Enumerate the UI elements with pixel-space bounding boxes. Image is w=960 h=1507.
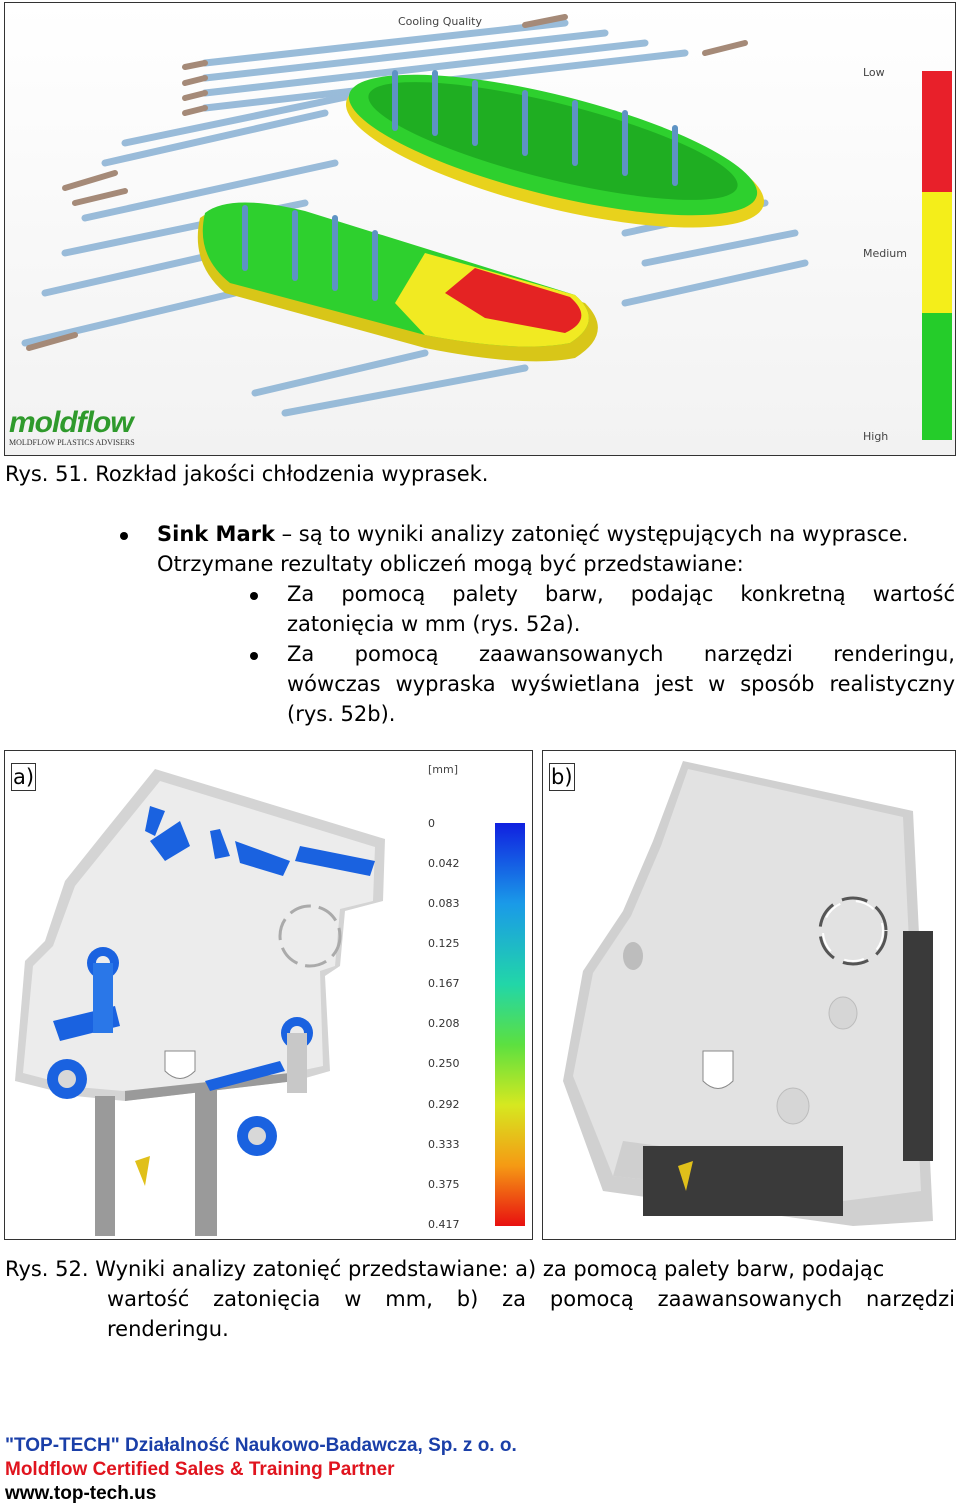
sink-mark-palette-render: [15, 769, 525, 1236]
scale-tick-label: 0.208: [428, 1017, 460, 1030]
sink-mark-realistic-render: [563, 761, 933, 1226]
scale-tick-label: 0.125: [428, 937, 460, 950]
footer-company: "TOP-TECH" Działalność Naukowo-Badawcza,…: [5, 1435, 517, 1456]
scale-tick-label: 0.167: [428, 977, 460, 990]
scale-unit: [mm]: [428, 763, 459, 776]
sink-mark-paragraph: Sink Mark – są to wyniki analizy zatonię…: [157, 519, 955, 549]
scale-labels: 0 0.042 0.083 0.125 0.167 0.208 0.250 0.…: [428, 817, 488, 1237]
figure-cooling-quality: Cooling Quality Low Medium High moldflow…: [4, 2, 956, 456]
scale-tick-label: 0.417: [428, 1218, 460, 1231]
scale-tick-label: 0.250: [428, 1057, 460, 1070]
sink-mark-intro: Otrzymane rezultaty obliczeń mogą być pr…: [157, 552, 744, 576]
bullet-dot: [120, 532, 128, 540]
sub-bullet-1-line2: zatonięcia w mm (rys. 52a).: [287, 612, 581, 636]
scale-tick-label: 0.042: [428, 857, 460, 870]
scale-tick-label: 0.083: [428, 897, 460, 910]
figure-sink-mark-render: b): [542, 750, 956, 1240]
legend-medium-swatch: [922, 192, 952, 313]
sub-bullet-2-line3: (rys. 52b).: [287, 702, 396, 726]
scale-tick-label: 0.333: [428, 1138, 460, 1151]
footer-website[interactable]: www.top-tech.us: [5, 1483, 157, 1504]
caption-fig-52-line3: renderingu.: [107, 1317, 229, 1341]
moldflow-logo-sub: MOLDFLOW PLASTICS ADVISERS: [9, 438, 135, 447]
caption-fig-52-line1: Rys. 52. Wyniki analizy zatonięć przedst…: [5, 1257, 885, 1281]
cooling-quality-render: [5, 3, 955, 455]
legend-medium-label: Medium: [863, 247, 907, 260]
caption-fig-51: Rys. 51. Rozkład jakości chłodzenia wypr…: [5, 462, 489, 486]
figure-a-label: a): [11, 763, 37, 791]
sub-bullet-2-line2: wówczas wypraska wyświetlana jest w spos…: [287, 672, 955, 696]
sub-bullet-2-line1: Za pomocą zaawansowanych narzędzi render…: [287, 642, 955, 666]
sink-mark-color-scale: [495, 823, 525, 1226]
scale-tick-label: 0.375: [428, 1178, 460, 1191]
legend-high-swatch: [922, 313, 952, 440]
sub-bullet-1-line1: Za pomocą palety barw, podając konkretną…: [287, 582, 955, 606]
bullet-dot: [250, 652, 258, 660]
legend-high-label: High: [863, 430, 889, 443]
legend-low-label: Low: [863, 66, 885, 79]
figure-b-label: b): [549, 763, 575, 791]
sink-mark-term: Sink Mark: [157, 522, 275, 546]
moldflow-logo: moldflow MOLDFLOW PLASTICS ADVISERS: [9, 408, 135, 448]
caption-fig-52-line2: wartość zatonięcia w mm, b) za pomocą za…: [107, 1287, 955, 1311]
scale-tick-label: 0: [428, 817, 435, 830]
sink-mark-desc: – są to wyniki analizy zatonięć występuj…: [274, 522, 909, 546]
cooling-quality-title: Cooling Quality: [398, 15, 483, 28]
scale-tick-label: 0.292: [428, 1098, 460, 1111]
legend-low-swatch: [922, 71, 952, 192]
moldflow-logo-text: moldflow: [9, 406, 134, 439]
figure-sink-mark-palette: a) [mm] 0 0.042 0.083 0.125 0.167 0.208 …: [4, 750, 533, 1240]
footer-partner: Moldflow Certified Sales & Training Part…: [5, 1459, 395, 1480]
bullet-dot: [250, 592, 258, 600]
